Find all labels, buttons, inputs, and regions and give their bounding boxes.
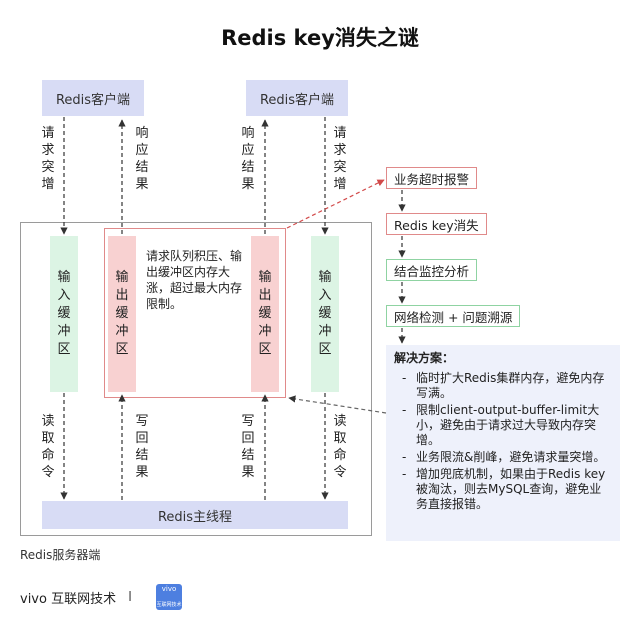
solution-panel: 解决方案： 临时扩大Redis集群内存，避免内存写满。 限制client-out… [386,345,620,541]
footer-separator: I [128,590,132,605]
label-response-result-left: 响应结果 [135,126,149,192]
footer-brand: vivo 互联网技术 I [20,588,146,607]
overflow-note: 请求队列积压、输出缓冲区内存大涨，超过最大内存限制。 [146,249,243,311]
label-read-command-right: 读取命令 [333,414,347,480]
solution-title: 解决方案： [394,351,455,365]
label-request-burst-right: 请求突增 [333,126,347,192]
step-monitor-analysis: 结合监控分析 [386,259,478,281]
solution-item: 临时扩大Redis集群内存，避免内存写满。 [402,371,612,401]
step-network-trace: 网络检测 + 问题溯源 [386,305,521,327]
solution-item: 增加兜底机制，如果由于Redis key被淘汰，则去MySQL查询，避免业务直接… [402,467,612,512]
redis-server-frame [20,222,372,536]
solution-item: 限制client-output-buffer-limit大小，避免由于请求过大导… [402,403,612,448]
label-write-result-right: 写回结果 [241,414,255,480]
output-buffer-right: 输出缓冲区 [251,236,279,392]
page-title: Redis key消失之谜 [221,26,419,50]
solution-item: 业务限流&削峰，避免请求量突增。 [402,450,612,465]
input-buffer-right: 输入缓冲区 [311,236,339,392]
label-read-command-left: 读取命令 [41,414,55,480]
overflow-highlight [104,228,286,398]
redis-main-thread: Redis主线程 [42,501,348,529]
label-response-result-right: 响应结果 [241,126,255,192]
label-write-result-left: 写回结果 [135,414,149,480]
redis-server-label: Redis服务器端 [20,548,101,562]
arrow-alert-link [286,179,385,229]
arrow-solution-link [288,395,387,414]
step-timeout-alert: 业务超时报警 [386,167,478,189]
redis-client-right: Redis客户端 [246,80,348,116]
output-buffer-left: 输出缓冲区 [108,236,136,392]
redis-client-left: Redis客户端 [42,80,144,116]
step-key-lost: Redis key消失 [386,213,487,235]
input-buffer-left: 输入缓冲区 [50,236,78,392]
label-request-burst-left: 请求突增 [41,126,55,192]
footer-brand-text: vivo 互联网技术 [20,592,117,607]
